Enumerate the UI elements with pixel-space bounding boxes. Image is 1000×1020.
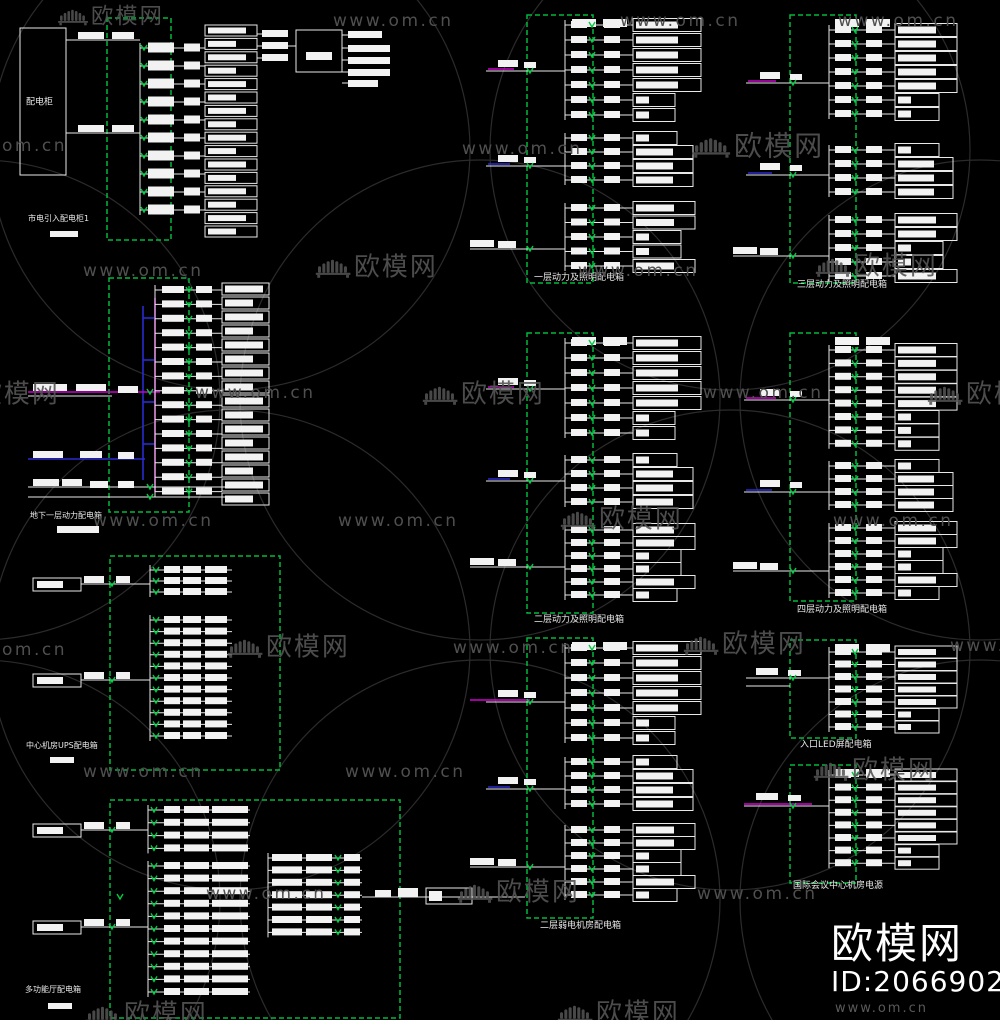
block-entrance-led-panel: 入口LED屏配电箱 [746,639,958,750]
svg-text:欧模网: 欧模网 [599,505,683,535]
watermark-url-text: www.om.cn [83,261,204,281]
watermark-url-text: www.om.cn [338,511,459,531]
watermark-brand-logo: 欧模网 [813,756,936,786]
watermark-url-text: www.om.cn [703,383,824,403]
watermark-brand-logo: 欧模网 [422,380,545,410]
stamp-url-text: www.om.cn [835,1001,928,1016]
watermark-brand-logo: 欧模网 [683,630,806,660]
watermark-url-text: www.om.cn [462,139,583,159]
block-conference-center-room-panel: 国际会议中心机房电源 [744,764,958,891]
svg-text:欧模网: 欧模网 [596,999,680,1020]
watermark-brand-logo: 欧模网 [85,1000,208,1020]
block-floor1-panel: 一层动力及照明配电箱 [470,14,702,284]
watermark-brand-logo: 欧模网 [227,633,350,663]
watermark-url-text: www.om.cn [93,511,214,531]
watermark-url-text: www.om.cn [578,261,699,281]
watermark-url-partial-text: om.cn [2,136,67,156]
block-basement-power-panel: 地下一层动力配电箱 [28,277,270,533]
svg-text:一层动力及照明配电箱: 一层动力及照明配电箱 [534,271,624,283]
stamp-brand-text: 欧模网 [831,919,964,968]
watermark-url-text: www.om.cn [950,636,1000,656]
watermark-brand-logo: 欧模网 [692,129,824,162]
svg-text:欧模网: 欧模网 [124,1000,208,1020]
watermark-url-text: www.om.cn [83,762,204,782]
svg-text:欧模网: 欧模网 [354,253,438,283]
svg-text:欧模网: 欧模网 [852,756,936,786]
svg-text:二层动力及照明配电箱: 二层动力及照明配电箱 [534,613,624,625]
svg-text:多功能厅配电箱: 多功能厅配电箱 [25,984,81,994]
block-floor2-panel: 二层动力及照明配电箱 [470,332,702,625]
block-floor2-elv-room-panel: 二层弱电机房配电箱 [470,637,702,931]
svg-text:地下一层动力配电箱: 地下一层动力配电箱 [30,510,102,520]
svg-text:中心机房UPS配电箱: 中心机房UPS配电箱 [26,740,98,750]
watermark-texts: 欧模网 www.om.cn www.om.cn www.om.cn om.cn www.o… [0,3,1000,1020]
block-floor3-panel: 三层动力及照明配电箱 [733,14,958,290]
watermark-url-text: www.om.cn [833,511,954,531]
watermark-url-text: www.om.cn [838,11,959,31]
svg-text:二层弱电机房配电箱: 二层弱电机房配电箱 [540,919,621,931]
svg-text:配电柜: 配电柜 [26,96,53,108]
svg-text:入口LED屏配电箱: 入口LED屏配电箱 [800,738,872,750]
svg-text:欧模网: 欧模网 [854,252,938,282]
stamp-id-text: ID:2066902 [831,965,1000,998]
svg-text:欧模网: 欧模网 [0,380,60,410]
svg-text:欧模网: 欧模网 [966,380,1000,410]
svg-text:三层动力及照明配电箱: 三层动力及照明配电箱 [797,278,887,290]
watermark-brand-logo: 欧模网 [0,380,60,410]
block-floor4-panel: 四层动力及照明配电箱 [733,332,958,615]
block-multifunction-hall-panel: 多功能厅配电箱 [25,799,525,1019]
watermark-url-text: www.om.cn [345,762,466,782]
watermark-brand-logo: 欧模网 [557,999,680,1020]
watermark-stamp: 欧模网 ID:2066902 www.om.cn [815,915,1000,1020]
svg-text:欧模网: 欧模网 [91,3,164,29]
watermark-brand-logo: 欧模网 [560,505,683,535]
block-ups-room-panel: 中心机房UPS配电箱 [26,555,281,771]
svg-text:国际会议中心机房电源: 国际会议中心机房电源 [793,879,883,891]
svg-text:市电引入配电柜1: 市电引入配电柜1 [28,213,89,223]
svg-text:欧模网: 欧模网 [496,878,580,908]
watermark-brand-logo: 欧模网 [457,878,580,908]
watermark-brand-logo: 欧模网 [927,380,1000,410]
watermark-url-partial-text: om.cn [2,640,67,660]
svg-text:四层动力及照明配电箱: 四层动力及照明配电箱 [797,603,887,615]
watermark-brand-logo: 欧模网 [815,252,938,282]
watermark-brand-logo: 欧模网 [315,253,438,283]
svg-text:欧模网: 欧模网 [722,630,806,660]
svg-text:欧模网: 欧模网 [266,633,350,663]
watermark-url-text: www.om.cn [620,11,741,31]
svg-text:欧模网: 欧模网 [734,129,824,162]
watermark-url-text: www.om.cn [453,638,574,658]
watermark-url-text: www.om.cn [195,383,316,403]
svg-text:欧模网: 欧模网 [461,380,545,410]
watermark-url-text: www.om.cn [697,884,818,904]
watermark-url-text: www.om.cn [206,884,327,904]
watermark-brand-logo: 欧模网 [58,3,164,29]
watermark-url-text: www.om.cn [333,11,454,31]
